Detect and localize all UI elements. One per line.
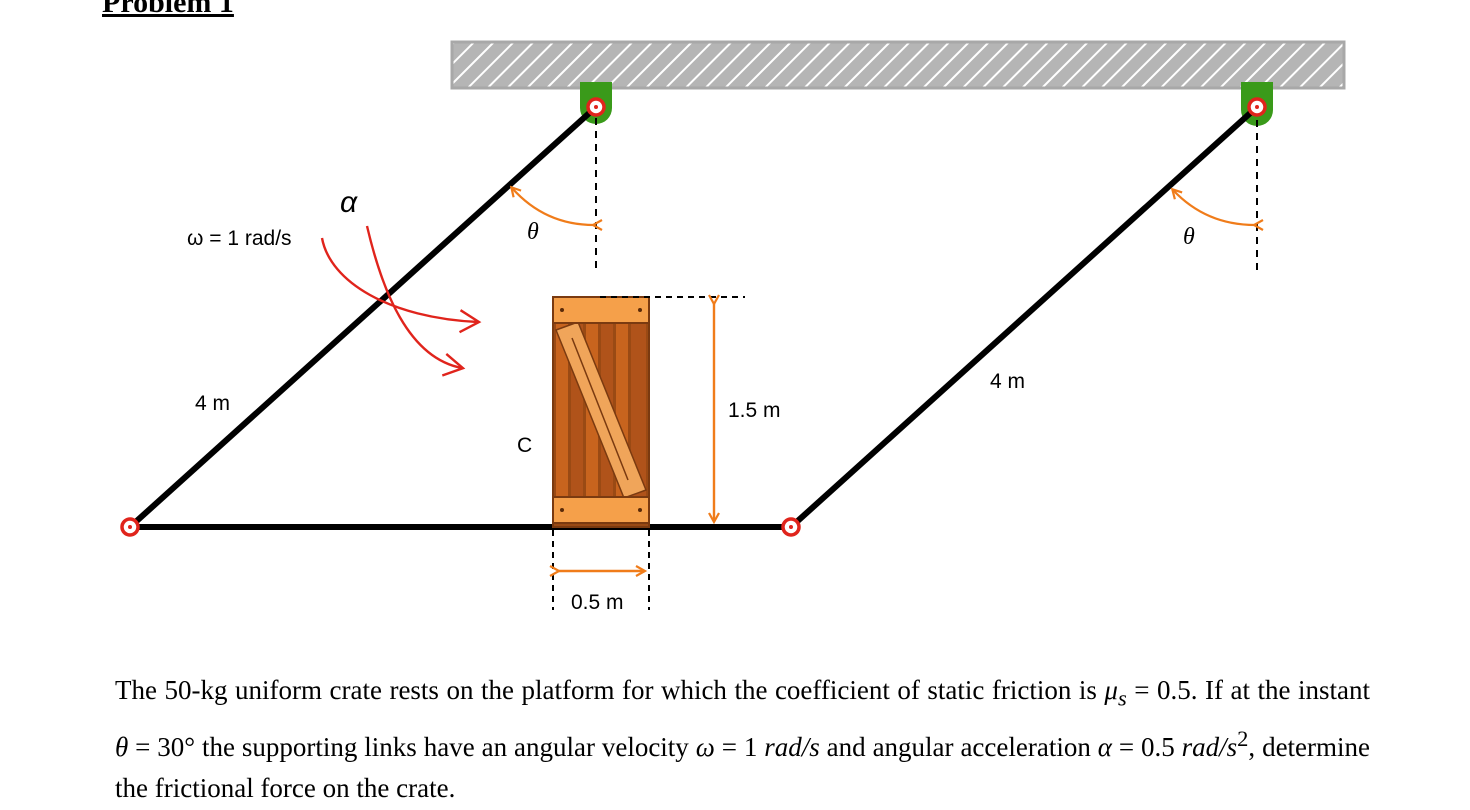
pin-right-top [1247,97,1267,117]
alpha-unit-exponent: 2 [1237,726,1249,752]
left-link-length-label: 4 m [195,392,230,415]
mu-symbol: μ [1104,675,1118,705]
omega-arrow [320,237,482,334]
statement-part-5: and angular acceleration [819,732,1098,763]
problem-statement: The 50-kg uniform crate rests on the pla… [115,670,1370,809]
alpha-arrow [365,225,466,377]
alpha-unit: rad/s [1181,732,1238,763]
pin-right-bottom [781,517,801,537]
crate-width-label: 0.5 m [571,591,624,614]
statement-part-1: The 50-kg uniform crate rests on the pla… [115,675,1105,705]
statement-part-6: = 0.5 [1111,732,1182,763]
statement-part-3: = 30° the supporting links have an angul… [128,732,696,763]
crate-height-label: 1.5 m [728,399,781,422]
omega-unit: rad/s [764,732,820,763]
omega-symbol: ω [695,732,715,763]
theta-left-label: θ [527,219,539,245]
right-link-length-label: 4 m [990,370,1025,393]
mu-subscript: s [1117,685,1127,711]
alpha-label: α [340,186,358,219]
mechanism-diagram: ω = 1 rad/s α θ θ 4 m 4 m 1.5 m 0.5 m C [120,40,1346,614]
statement-part-2: = 0.5. If at the instant [1126,675,1370,705]
alpha-symbol: α [1097,732,1112,763]
pin-left-bottom [120,517,140,537]
omega-label: ω = 1 rad/s [187,227,292,250]
ceiling [450,40,1346,90]
theta-arc-right [1173,190,1255,225]
theta-symbol: θ [115,732,129,763]
pin-left-top [586,97,606,117]
statement-part-7: , determine the frictional force on the … [115,732,1371,804]
crate [552,296,650,528]
statement-part-4: = 1 [714,732,765,763]
problem-heading: Problem 1 [102,0,234,19]
left-link [127,104,599,530]
center-label: C [517,434,532,457]
right-link [788,104,1260,530]
theta-arc-left [512,188,594,225]
theta-right-label: θ [1183,224,1195,250]
